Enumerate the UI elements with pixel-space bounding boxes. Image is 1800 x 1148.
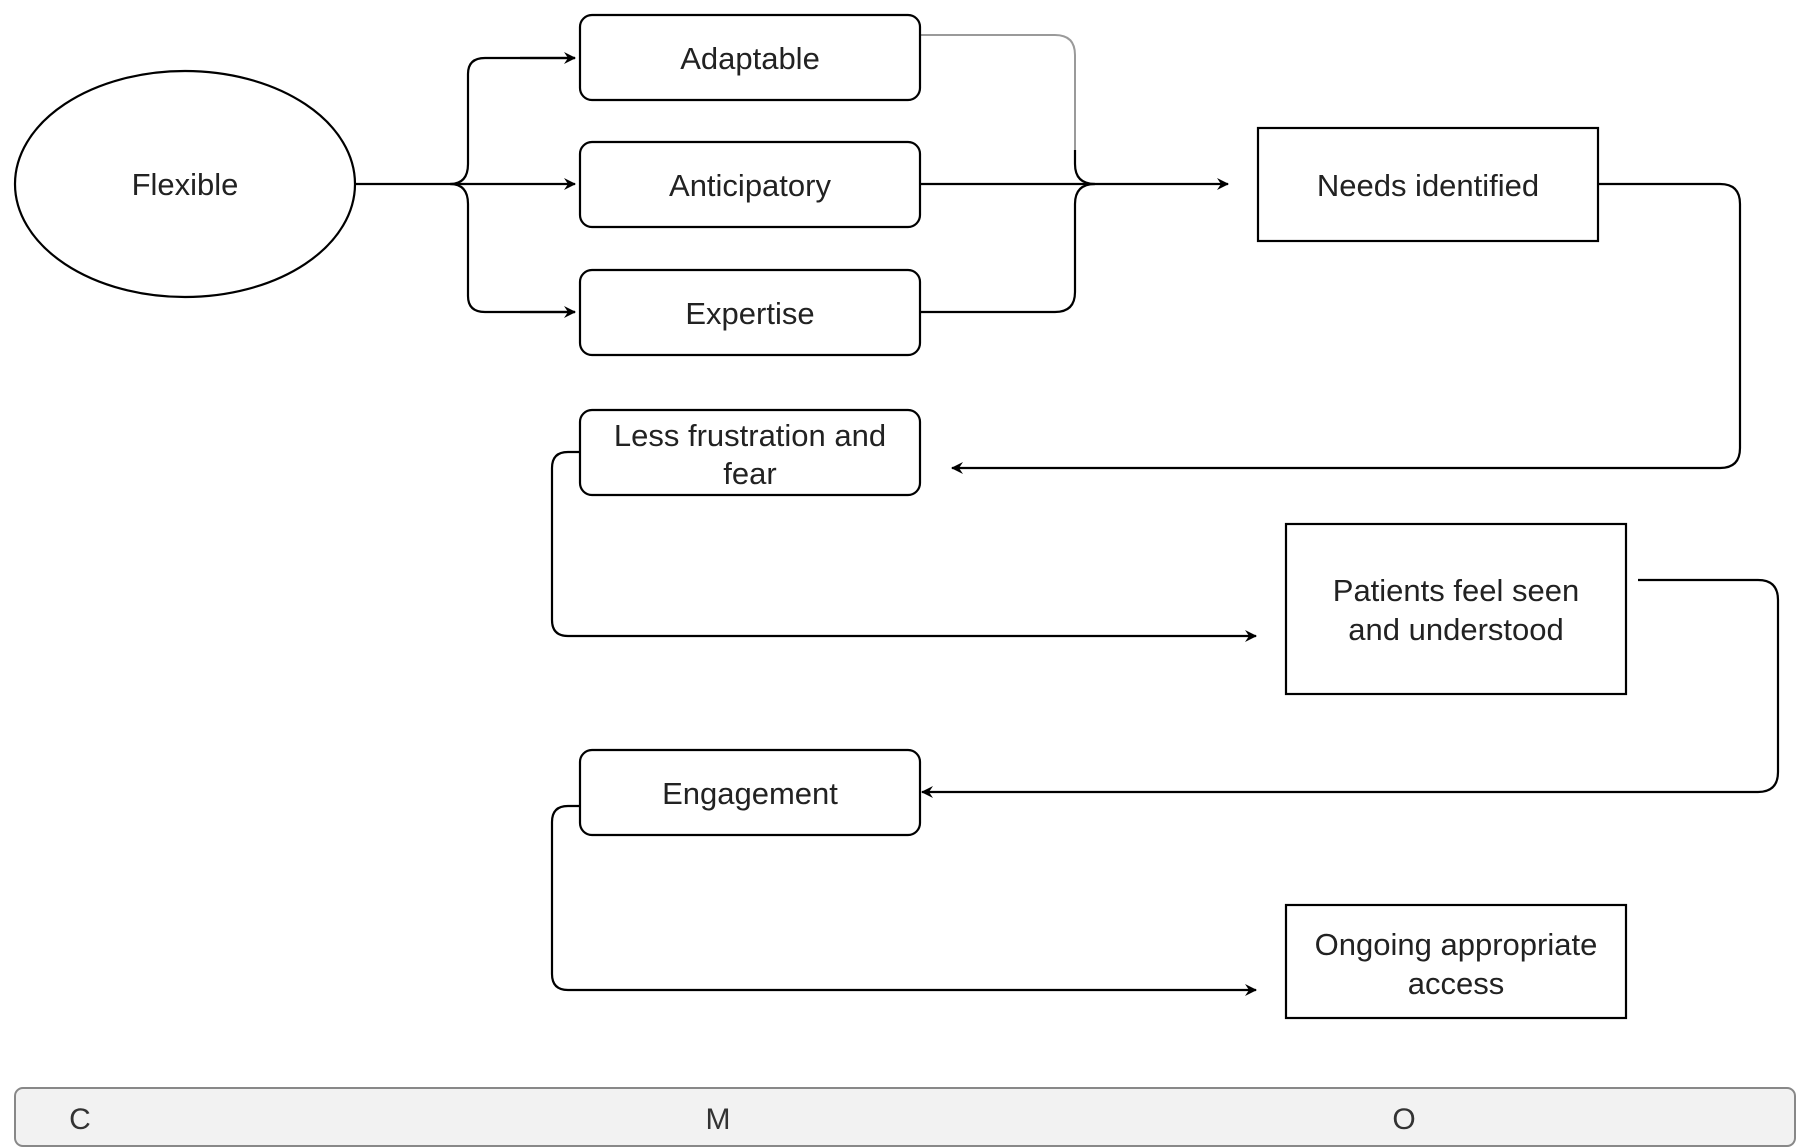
ongoing-access-box: [1284, 903, 1628, 1020]
node-anticipatory: Anticipatory: [578, 140, 922, 229]
node-ongoing-access: Ongoing appropriate access: [1284, 903, 1628, 1020]
edges: [355, 34, 1780, 996]
less-frustration-label-line2: fear: [723, 456, 776, 491]
cmo-bar-c: C: [69, 1103, 91, 1136]
cmo-bar-o: O: [1392, 1103, 1415, 1136]
less-frustration-label-line1: Less frustration and: [614, 418, 886, 453]
engagement-label: Engagement: [662, 776, 838, 811]
expertise-label: Expertise: [685, 296, 814, 331]
flexible-label: Flexible: [132, 167, 239, 202]
cmo-bar-m: M: [706, 1103, 731, 1136]
node-less-frustration: Less frustration and fear: [578, 408, 922, 497]
node-patients-feel-seen: Patients feel seen and understood: [1284, 522, 1628, 696]
edge-engagement-to-ongoing: [550, 804, 1257, 996]
node-adaptable: Adaptable: [578, 13, 922, 102]
less-frustration-box: [578, 408, 922, 497]
engagement-box: [578, 748, 922, 837]
flexible-ellipse: [13, 69, 357, 299]
node-needs-identified: Needs identified: [1256, 126, 1600, 243]
cmo-bar: C M O: [14, 1087, 1796, 1147]
patients-feel-seen-label-line1: Patients feel seen: [1333, 573, 1579, 608]
anticipatory-box: [578, 140, 922, 229]
ongoing-access-label-line2: access: [1408, 966, 1504, 1001]
adaptable-box: [578, 13, 922, 102]
node-flexible: Flexible: [13, 69, 357, 299]
expertise-box: [578, 268, 922, 357]
edge-adaptable-out: [920, 34, 1076, 164]
node-expertise: Expertise: [578, 268, 922, 357]
cmo-bar-background: [14, 1087, 1796, 1147]
edge-merge-bracket: [920, 150, 1096, 314]
patients-feel-seen-box: [1284, 522, 1628, 696]
anticipatory-label: Anticipatory: [669, 168, 831, 203]
node-engagement: Engagement: [578, 748, 922, 837]
ongoing-access-label-line1: Ongoing appropriate: [1315, 927, 1598, 962]
needs-identified-label: Needs identified: [1317, 168, 1539, 203]
needs-identified-box: [1256, 126, 1600, 243]
adaptable-label: Adaptable: [680, 41, 820, 76]
edge-less-frustration-to-patients: [550, 450, 1257, 642]
patients-feel-seen-label-line2: and understood: [1348, 612, 1563, 647]
edge-needs-to-less-frustration: [951, 182, 1742, 474]
edge-patients-to-engagement: [921, 578, 1780, 798]
